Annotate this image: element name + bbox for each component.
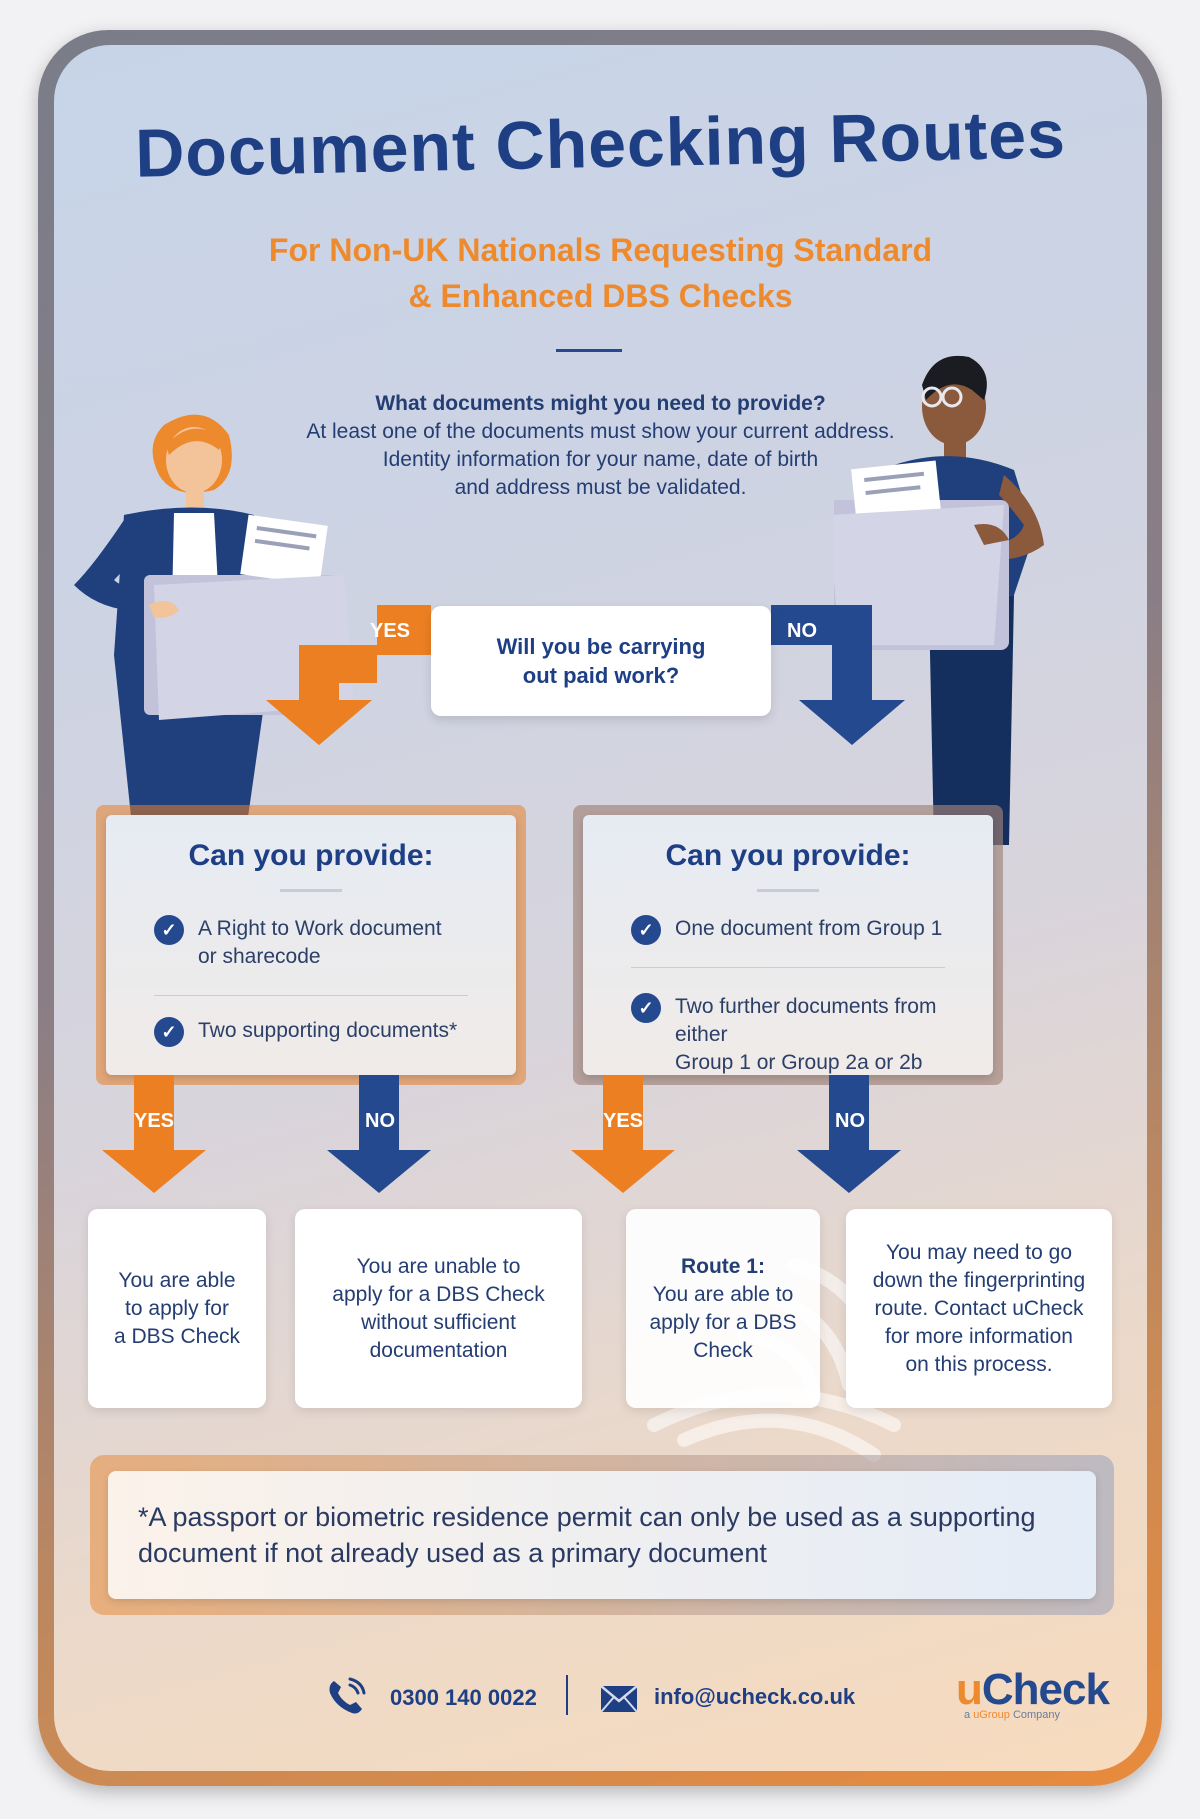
left-yes-label: YES bbox=[134, 1110, 174, 1132]
footnote-line-1: *A passport or biometric residence permi… bbox=[138, 1502, 1036, 1532]
decision-no-label: NO bbox=[787, 620, 817, 642]
result-2-line-3: without sufficient bbox=[361, 1310, 516, 1334]
infographic-card: Document Checking Routes For Non-UK Nati… bbox=[54, 45, 1147, 1771]
right-panel-divider bbox=[631, 967, 945, 968]
outcome-arrows: YES NO YES NO bbox=[102, 1075, 901, 1193]
footnote-line-2: document if not already used as a primar… bbox=[138, 1538, 767, 1568]
ucheck-logo: uCheck a uGroup Company bbox=[956, 1665, 1110, 1721]
right-no-arrow bbox=[797, 1075, 901, 1193]
intro-text: What documents might you need to provide… bbox=[274, 390, 927, 502]
left-item-2: ✓ Two supporting documents* bbox=[154, 1017, 486, 1047]
result-1-line-1: You are able bbox=[118, 1268, 236, 1292]
footer-separator bbox=[566, 1675, 568, 1715]
phone-number[interactable]: 0300 140 0022 bbox=[390, 1685, 537, 1710]
right-panel-title: Can you provide: bbox=[665, 839, 911, 872]
title-divider bbox=[556, 349, 622, 352]
result-box-3: Route 1: You are able to apply for a DBS… bbox=[626, 1209, 820, 1408]
check-icon: ✓ bbox=[154, 1017, 184, 1047]
logo-wordmark: uCheck bbox=[956, 1665, 1110, 1715]
left-panel-title: Can you provide: bbox=[188, 839, 434, 872]
result-box-4: You may need to go down the fingerprinti… bbox=[846, 1209, 1112, 1408]
decision-line-2: out paid work? bbox=[522, 663, 680, 688]
woman-with-folder-illustration bbox=[74, 414, 354, 845]
right-item-1: ✓ One document from Group 1 bbox=[631, 915, 963, 945]
logo-sub-a: a bbox=[964, 1709, 974, 1721]
result-3-line-1: You are able to bbox=[652, 1282, 794, 1306]
right-yes-arrow bbox=[571, 1075, 675, 1193]
right-item-2: ✓ Two further documents from either Grou… bbox=[631, 993, 963, 1077]
right-panel-rule bbox=[757, 889, 819, 892]
page-title: Document Checking Routes bbox=[134, 96, 1067, 192]
result-2-line-4: documentation bbox=[369, 1338, 508, 1362]
logo-u: u bbox=[956, 1665, 983, 1714]
decision-line-1: Will you be carrying bbox=[496, 634, 706, 659]
left-panel-divider bbox=[154, 995, 468, 996]
logo-sub-b: Company bbox=[1009, 1709, 1061, 1721]
result-4-line-3: route. Contact uCheck bbox=[874, 1296, 1084, 1320]
logo-check: Check bbox=[981, 1665, 1110, 1714]
result-3-line-2: apply for a DBS bbox=[649, 1310, 797, 1334]
decision-arrows: YES NO bbox=[266, 605, 905, 745]
right-item-1-line-1: One document from Group 1 bbox=[675, 917, 943, 940]
result-1-line-3: a DBS Check bbox=[113, 1324, 241, 1348]
result-box-1: You are able to apply for a DBS Check bbox=[88, 1209, 266, 1408]
subtitle-line-1: For Non-UK Nationals Requesting Standard bbox=[268, 232, 933, 268]
left-panel: Can you provide: ✓ A Right to Work docum… bbox=[96, 805, 526, 1085]
left-item-1: ✓ A Right to Work document or sharecode bbox=[154, 915, 486, 971]
man-with-folder-illustration bbox=[834, 355, 1044, 845]
result-1-line-2: to apply for bbox=[125, 1296, 229, 1320]
result-4-line-5: on this process. bbox=[905, 1352, 1053, 1376]
intro-question: What documents might you need to provide… bbox=[375, 392, 826, 415]
logo-sub-brand: uGroup bbox=[973, 1709, 1010, 1721]
left-item-1-line-2: or sharecode bbox=[198, 945, 321, 968]
result-3-heading: Route 1: bbox=[680, 1254, 765, 1278]
decision-box: Will you be carrying out paid work? bbox=[431, 606, 771, 716]
result-2-line-1: You are unable to bbox=[356, 1254, 521, 1278]
left-item-2-line-1: Two supporting documents* bbox=[198, 1019, 458, 1042]
right-yes-label: YES bbox=[603, 1110, 643, 1132]
envelope-icon[interactable] bbox=[600, 1685, 638, 1713]
phone-icon[interactable] bbox=[326, 1677, 366, 1717]
logo-tagline: a uGroup Company bbox=[964, 1709, 1106, 1721]
left-no-label: NO bbox=[365, 1110, 395, 1132]
left-item-1-line-1: A Right to Work document bbox=[198, 917, 442, 940]
left-no-arrow bbox=[327, 1075, 431, 1193]
result-4-line-1: You may need to go bbox=[885, 1240, 1073, 1264]
check-icon: ✓ bbox=[154, 915, 184, 945]
result-4-line-2: down the fingerprinting bbox=[872, 1268, 1086, 1292]
right-item-2-line-2: Group 1 or Group 2a or 2b bbox=[675, 1051, 923, 1074]
result-2-line-2: apply for a DBS Check bbox=[332, 1282, 545, 1306]
check-icon: ✓ bbox=[631, 915, 661, 945]
left-panel-rule bbox=[280, 889, 342, 892]
left-yes-arrow bbox=[102, 1075, 206, 1193]
intro-line-1: At least one of the documents must show … bbox=[306, 420, 895, 443]
subtitle-line-2: & Enhanced DBS Checks bbox=[408, 278, 793, 314]
decision-yes-label: YES bbox=[370, 620, 410, 642]
footnote-panel: *A passport or biometric residence permi… bbox=[90, 1455, 1114, 1615]
page-subtitle: For Non-UK Nationals Requesting Standard… bbox=[204, 227, 997, 319]
intro-line-3: and address must be validated. bbox=[454, 476, 747, 499]
right-item-2-line-1: Two further documents from either bbox=[675, 995, 937, 1046]
right-no-label: NO bbox=[835, 1110, 865, 1132]
check-icon: ✓ bbox=[631, 993, 661, 1023]
result-3-line-3: Check bbox=[693, 1338, 753, 1362]
intro-line-2: Identity information for your name, date… bbox=[382, 448, 819, 471]
result-4-line-4: for more information bbox=[885, 1324, 1073, 1348]
result-box-2: You are unable to apply for a DBS Check … bbox=[295, 1209, 582, 1408]
right-panel: Can you provide: ✓ One document from Gro… bbox=[573, 805, 1003, 1085]
email-link[interactable]: info@ucheck.co.uk bbox=[654, 1684, 856, 1709]
